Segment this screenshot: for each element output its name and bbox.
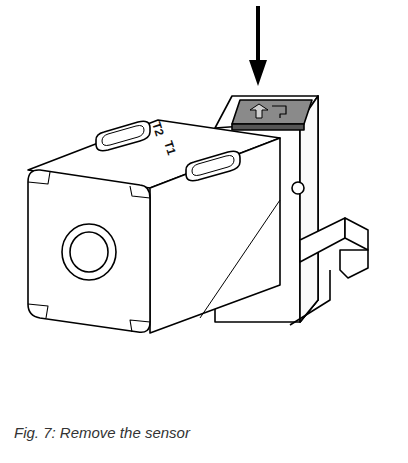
figure-caption: Fig. 7: Remove the sensor [14, 424, 190, 441]
teach-buttons [96, 121, 240, 181]
push-arrow [249, 6, 267, 86]
sensor-cube [28, 120, 280, 333]
release-button [232, 100, 312, 130]
